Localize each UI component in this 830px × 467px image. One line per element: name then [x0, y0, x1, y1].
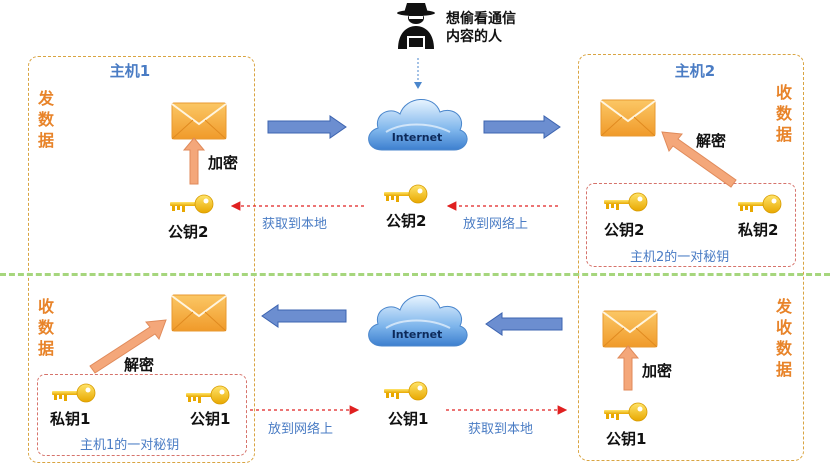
top-fetch-label: 获取到本地: [262, 217, 328, 232]
bottom-internet-cloud-icon: [362, 284, 472, 354]
hacker-label: 想偷看通信 内容的人: [446, 10, 516, 46]
bottom-decrypt-arrow: [89, 319, 167, 374]
bottom-key-pair-box: [37, 374, 247, 456]
top-pair-caption: 主机2的一对秘钥: [630, 250, 730, 265]
bottom-put-arrow: [250, 405, 360, 415]
host2-title: 主机2: [674, 62, 716, 80]
top-host1-role: 发数据: [37, 89, 54, 150]
hacker-label-line1: 想偷看通信: [446, 11, 516, 27]
bottom-host1-pubkey-icon: [184, 385, 230, 405]
top-host2-pubkey-icon: [602, 192, 648, 212]
bottom-middle-pubkey-label: 公钥1: [388, 410, 429, 428]
top-put-arrow: [446, 201, 558, 211]
top-decrypt-arrow: [661, 131, 737, 188]
top-middle-pubkey-label: 公钥2: [386, 212, 427, 230]
bottom-host1-pubkey-label: 公钥1: [190, 410, 231, 428]
top-host2-pubkey-label: 公钥2: [604, 221, 645, 239]
bottom-encrypt-arrow: [616, 345, 640, 391]
bottom-host2-role: 发收数据: [775, 297, 792, 379]
top-block-arrow-right: [483, 115, 561, 139]
top-key-pair-box: [586, 183, 796, 267]
bottom-fetch-label: 获取到本地: [468, 422, 534, 437]
top-internet-cloud-icon: [362, 88, 472, 158]
bottom-host1-envelope-icon: [171, 294, 227, 332]
top-host1-pubkey-label: 公钥2: [168, 223, 209, 241]
bottom-host2-pubkey-label: 公钥1: [606, 430, 647, 448]
hacker-icon: [397, 3, 435, 49]
top-host2-privkey-icon: [736, 194, 782, 214]
hacker-label-line2: 内容的人: [446, 29, 502, 45]
bottom-fetch-arrow: [446, 405, 568, 415]
bottom-block-arrow-right: [485, 312, 563, 336]
top-decrypt-label: 解密: [696, 132, 727, 150]
bottom-host1-role: 收数据: [37, 297, 54, 358]
top-fetch-arrow: [230, 201, 364, 211]
bottom-put-label: 放到网络上: [268, 422, 334, 437]
top-middle-pubkey-icon: [382, 184, 428, 204]
bottom-host1-privkey-label: 私钥1: [50, 410, 91, 428]
top-block-arrow-left: [267, 115, 347, 139]
section-divider: [0, 273, 830, 276]
bottom-pair-caption: 主机1的一对秘钥: [80, 438, 180, 453]
bottom-block-arrow-left: [261, 304, 347, 328]
host2-box: [578, 54, 804, 461]
bottom-host2-envelope-icon: [602, 310, 658, 348]
bottom-host2-pubkey-icon: [602, 402, 648, 422]
top-encrypt-label: 加密: [208, 154, 239, 172]
top-host2-role: 收数据: [775, 83, 792, 144]
hacker-arrow: [414, 58, 422, 89]
host1-title: 主机1: [109, 62, 151, 80]
top-internet-label: Internet: [391, 131, 443, 144]
top-host2-envelope-icon: [600, 99, 656, 137]
top-encrypt-arrow: [182, 137, 206, 185]
bottom-middle-pubkey-icon: [382, 381, 428, 401]
bottom-decrypt-label: 解密: [124, 356, 155, 374]
top-host1-envelope-icon: [171, 102, 227, 140]
bottom-encrypt-label: 加密: [642, 362, 673, 380]
bottom-internet-label: Internet: [391, 328, 443, 341]
top-host2-privkey-label: 私钥2: [738, 221, 779, 239]
bottom-host1-privkey-icon: [50, 383, 96, 403]
top-host1-pubkey-icon: [168, 194, 214, 214]
top-put-label: 放到网络上: [463, 217, 529, 232]
host1-box: [28, 56, 255, 463]
